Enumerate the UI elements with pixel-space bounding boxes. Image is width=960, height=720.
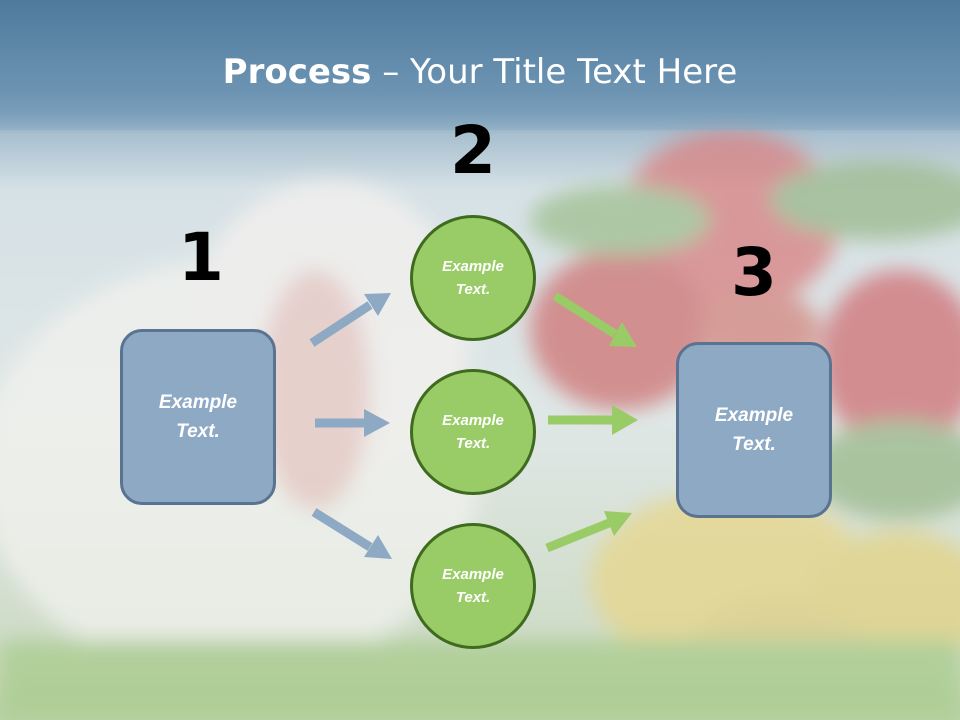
slide-title: Process – Your Title Text Here [0,52,960,92]
title-bold: Process [222,52,372,92]
right-box-text: Example Text. [714,405,794,455]
step-number-3: 3 [731,234,777,311]
title-separator: – [371,52,411,92]
circle-bottom-text: Example Text. [442,566,504,606]
blue-arrow-down [311,508,392,559]
green-arrow-up [545,511,632,553]
step-number-2: 2 [450,112,496,189]
circle-top-text: Example Text. [442,258,504,298]
title-band [0,0,960,130]
green-arrow-down [552,292,637,347]
circle-top: Example Text. [410,215,536,341]
title-rest: Your Title Text Here [410,52,738,92]
step-number-1: 1 [178,219,224,296]
circle-bottom: Example Text. [410,523,536,649]
circle-middle: Example Text. [410,369,536,495]
blue-arrow-up [309,293,391,347]
left-process-box: Example Text. [120,329,276,505]
blue-arrow-right [315,409,390,437]
circle-middle-text: Example Text. [442,412,504,452]
left-box-text: Example Text. [158,392,238,442]
right-process-box: Example Text. [676,342,832,518]
green-arrow-right [548,405,638,435]
